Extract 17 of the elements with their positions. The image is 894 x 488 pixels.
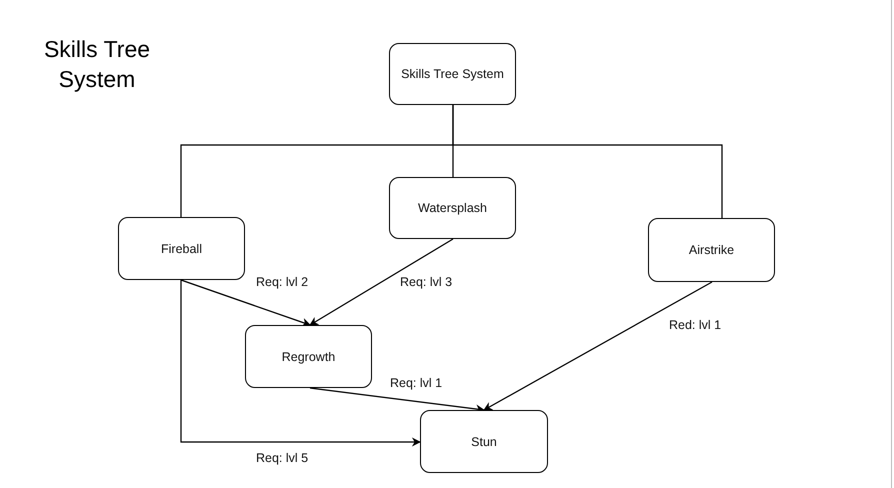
edge-label: Req: lvl 5 — [256, 451, 308, 465]
edge-label: Req: lvl 2 — [256, 275, 308, 289]
arrow — [180, 279, 311, 327]
skill-box: Airstrike — [648, 218, 775, 282]
diagram-title: Skills Tree System — [42, 35, 152, 94]
arrow — [180, 280, 421, 446]
skill-box: Watersplash — [389, 177, 516, 239]
edge-label: Req: lvl 3 — [400, 275, 452, 289]
edge-label: Req: lvl 1 — [390, 376, 442, 390]
skill-box: Skills Tree System — [389, 43, 516, 105]
skill-box: Stun — [420, 410, 548, 473]
connector-line — [452, 105, 723, 218]
skill-box: Regrowth — [245, 325, 372, 388]
arrow — [483, 281, 712, 411]
arrow — [309, 238, 454, 326]
skill-box: Fireball — [118, 217, 245, 280]
edge-label: Red: lvl 1 — [669, 318, 722, 332]
